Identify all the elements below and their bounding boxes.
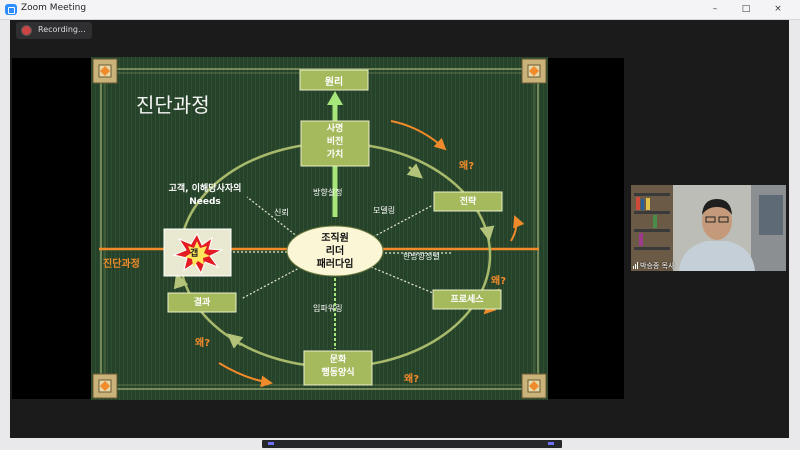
box-process [432, 289, 502, 310]
box-result [167, 292, 237, 313]
customer-line: 고객, 이해당사자의 [168, 184, 242, 194]
corner-ornament [521, 373, 547, 399]
principle-label: 원리 [324, 77, 344, 88]
why-label: 왜? [459, 161, 475, 172]
culture-line: 문화 [329, 355, 347, 365]
recording-label: Recording... [38, 25, 86, 34]
box-principle [299, 69, 369, 91]
diagnosis-axis-label: 진단과정 [103, 259, 140, 270]
alignment-label: 한방향정렬 [403, 252, 440, 261]
why-label: 왜? [195, 338, 211, 349]
box-culture [303, 350, 373, 386]
result-label: 결과 [193, 298, 211, 308]
mission-line: 사명 [326, 124, 344, 134]
control-indicator [268, 442, 274, 445]
trust-label: 신뢰 [274, 208, 289, 217]
signal-strength-icon [633, 262, 638, 269]
customer-needs: 고객, 이해당사자의 Needs [139, 183, 271, 209]
box-strategy [433, 191, 503, 212]
box-mission [300, 120, 370, 167]
slide-diagram [91, 57, 548, 400]
empowerment-label: 임파워링 [313, 304, 343, 313]
shared-slide: 진단과정 원리 사명 비전 가치 고객, 이해당사자의 Needs 갭 조직원 … [91, 57, 548, 400]
slide-title: 진단과정 [136, 93, 210, 117]
vision-line: 비전 [326, 137, 344, 147]
maximize-button[interactable]: □ [741, 4, 751, 14]
culture-behavior: 문화 행동양식 [304, 354, 372, 380]
participant-video-image [631, 185, 786, 271]
members-line: 조직원 [321, 233, 349, 244]
recording-indicator[interactable]: Recording... [16, 22, 92, 39]
direction-label: 방향설정 [313, 188, 343, 197]
title-bar: Zoom Meeting – □ × [0, 0, 800, 20]
corner-ornament [92, 58, 118, 84]
record-icon [22, 26, 31, 35]
why-label: 왜? [404, 374, 420, 385]
strategy-label: 전략 [459, 197, 477, 207]
why-label: 왜? [491, 276, 507, 287]
mission-vision-values: 사명 비전 가치 [301, 123, 369, 162]
process-label: 프로세스 [450, 295, 484, 305]
participant-name: 박승종 목사 [640, 262, 675, 270]
close-button[interactable]: × [774, 4, 782, 14]
control-indicator [548, 442, 554, 445]
corner-ornament [521, 58, 547, 84]
needs-line: Needs [189, 197, 221, 207]
corner-ornament [92, 373, 118, 399]
modeling-label: 모델링 [373, 206, 396, 215]
gap-label: 갭 [190, 249, 199, 259]
values-line: 가치 [326, 150, 344, 160]
paradigm-line: 패러다임 [316, 259, 354, 270]
participant-video[interactable] [631, 185, 786, 271]
behavior-line: 행동양식 [321, 368, 355, 378]
minimize-button[interactable]: – [712, 4, 718, 14]
window-title: Zoom Meeting [21, 3, 87, 13]
zoom-logo-icon [5, 4, 17, 15]
meeting-controls-bar[interactable] [262, 440, 562, 448]
leader-line: 리더 [325, 246, 345, 257]
center-paradigm: 조직원 리더 패러다임 [287, 232, 383, 271]
